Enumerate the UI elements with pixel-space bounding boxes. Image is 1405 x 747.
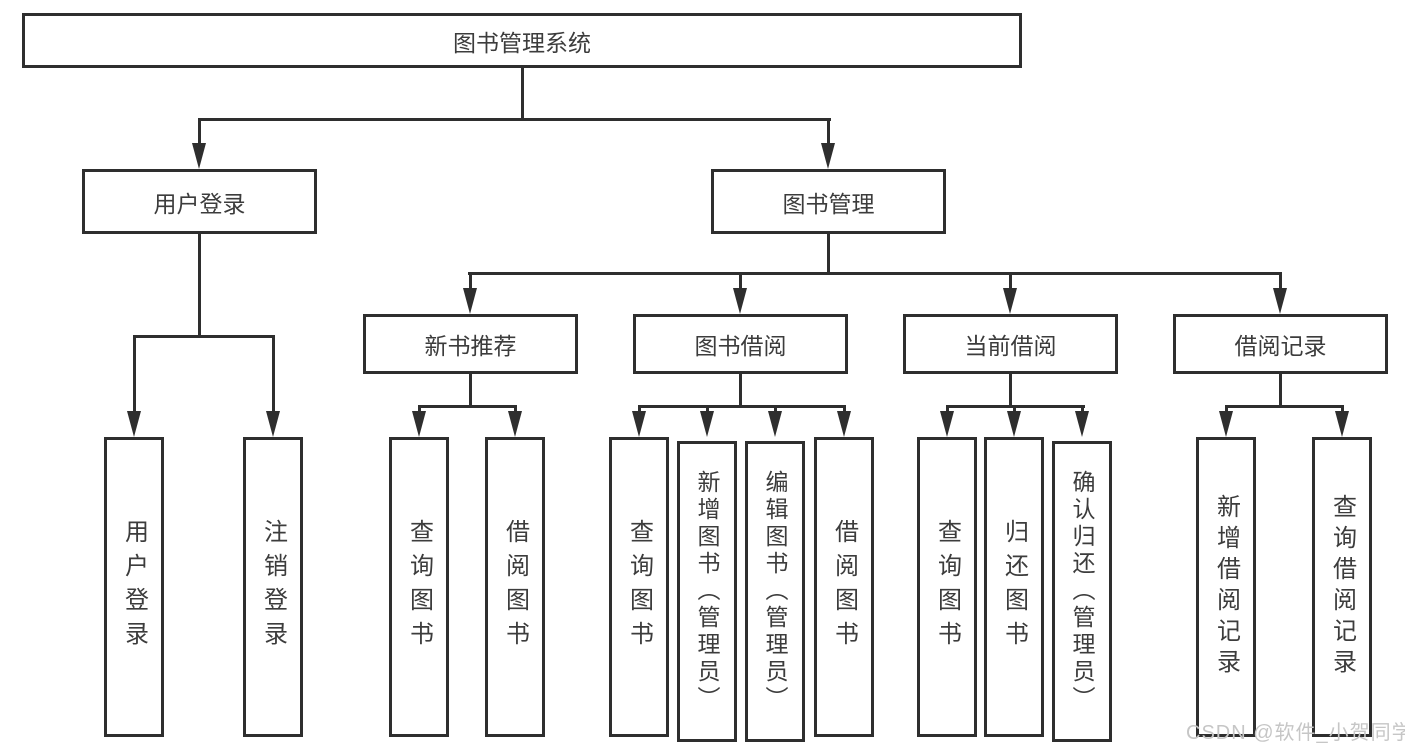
arrowhead-recommend xyxy=(463,288,477,314)
node-user-login-label: 用户登录 xyxy=(153,190,246,217)
leaf-logout-label: 注销登录 xyxy=(259,519,287,655)
leaf-query-borrow-record-label: 查询借阅记录 xyxy=(1328,494,1356,680)
connector-query1-drop xyxy=(418,405,421,413)
arrowhead-query2 xyxy=(632,411,646,437)
leaf-borrow-books: 借阅图书 xyxy=(814,437,874,737)
leaf-user-login-label: 用户登录 xyxy=(120,519,148,655)
arrowhead-queryrecord xyxy=(1335,411,1349,437)
arrowhead-borrow xyxy=(733,288,747,314)
connector-leaf-logout-drop xyxy=(272,335,275,413)
arrowhead-leaf-user-login xyxy=(127,411,141,437)
node-borrow-records-label: 借阅记录 xyxy=(1234,333,1327,359)
leaf-borrow-books-recommend: 借阅图书 xyxy=(485,437,545,737)
node-borrow-records: 借阅记录 xyxy=(1173,314,1388,374)
leaf-add-borrow-record-label: 新增借阅记录 xyxy=(1212,494,1240,680)
leaf-edit-book-admin: 编辑图书（管理员） xyxy=(745,441,805,742)
connector-addrecord-drop xyxy=(1225,405,1228,413)
connector-addbook-drop xyxy=(706,405,709,413)
leaf-add-book-admin-label: 新增图书（管理员） xyxy=(694,470,720,713)
leaf-logout: 注销登录 xyxy=(243,437,303,737)
connector-user-login-drop xyxy=(198,118,201,145)
connector-current-stem xyxy=(1009,373,1012,405)
arrowhead-query3 xyxy=(940,411,954,437)
node-root-label: 图书管理系统 xyxy=(453,29,591,56)
connector-recommend-rail xyxy=(418,405,517,408)
connector-editbook-drop xyxy=(774,405,777,413)
connector-book-management-drop xyxy=(827,118,830,145)
leaf-query-books-current: 查询图书 xyxy=(917,437,977,737)
connector-query2-drop xyxy=(638,405,641,413)
connector-queryrecord-drop xyxy=(1341,405,1344,413)
leaf-add-book-admin: 新增图书（管理员） xyxy=(677,441,737,742)
connector-borrow-rail xyxy=(638,405,846,408)
connector-user-login-rail xyxy=(133,335,275,338)
arrowhead-user-login xyxy=(192,143,206,169)
arrowhead-addbook xyxy=(700,411,714,437)
arrowhead-records xyxy=(1273,288,1287,314)
connector-borrow-drop xyxy=(739,272,742,290)
leaf-add-borrow-record: 新增借阅记录 xyxy=(1196,437,1256,737)
leaf-query-books-recommend-label: 查询图书 xyxy=(405,519,433,655)
node-book-management: 图书管理 xyxy=(711,169,946,234)
node-current-borrow: 当前借阅 xyxy=(903,314,1118,374)
leaf-borrow-books-recommend-label: 借阅图书 xyxy=(501,519,529,655)
connector-query3-drop xyxy=(946,405,949,413)
arrowhead-editbook xyxy=(768,411,782,437)
node-user-login: 用户登录 xyxy=(82,169,317,234)
leaf-confirm-return-admin-label: 确认归还（管理员） xyxy=(1069,470,1095,713)
connector-recommend-drop xyxy=(469,272,472,290)
leaf-query-books-borrow: 查询图书 xyxy=(609,437,669,737)
arrowhead-current xyxy=(1003,288,1017,314)
node-book-borrow-label: 图书借阅 xyxy=(694,333,787,359)
node-book-management-label: 图书管理 xyxy=(782,190,875,217)
connector-level3-rail xyxy=(468,272,1281,275)
connector-return-drop xyxy=(1013,405,1016,413)
connector-records-stem xyxy=(1279,373,1282,405)
connector-records-drop xyxy=(1279,272,1282,290)
node-current-borrow-label: 当前借阅 xyxy=(964,333,1057,359)
connector-confirm-drop xyxy=(1081,405,1084,413)
connector-borrow2-drop xyxy=(843,405,846,413)
connector-book-management-stem xyxy=(827,233,830,272)
leaf-edit-book-admin-label: 编辑图书（管理员） xyxy=(762,470,788,713)
leaf-user-login: 用户登录 xyxy=(104,437,164,737)
node-book-borrow: 图书借阅 xyxy=(633,314,848,374)
arrowhead-book-management xyxy=(821,143,835,169)
arrowhead-addrecord xyxy=(1219,411,1233,437)
connector-borrow1-drop xyxy=(514,405,517,413)
connector-records-rail xyxy=(1225,405,1344,408)
node-root: 图书管理系统 xyxy=(22,13,1022,68)
leaf-return-book: 归还图书 xyxy=(984,437,1044,737)
leaf-confirm-return-admin: 确认归还（管理员） xyxy=(1052,441,1112,742)
connector-borrow-stem xyxy=(739,373,742,405)
leaf-return-book-label: 归还图书 xyxy=(1000,519,1028,655)
leaf-borrow-books-label: 借阅图书 xyxy=(830,519,858,655)
leaf-query-books-borrow-label: 查询图书 xyxy=(625,519,653,655)
arrowhead-return xyxy=(1007,411,1021,437)
leaf-query-books-recommend: 查询图书 xyxy=(389,437,449,737)
connector-user-login-stem xyxy=(198,233,201,335)
arrowhead-leaf-logout xyxy=(266,411,280,437)
node-new-book-recommend-label: 新书推荐 xyxy=(424,333,517,359)
arrowhead-borrow1 xyxy=(508,411,522,437)
arrowhead-confirm xyxy=(1075,411,1089,437)
connector-level1-rail xyxy=(198,118,831,121)
leaf-query-books-current-label: 查询图书 xyxy=(933,519,961,655)
leaf-query-borrow-record: 查询借阅记录 xyxy=(1312,437,1372,737)
arrowhead-borrow2 xyxy=(837,411,851,437)
node-new-book-recommend: 新书推荐 xyxy=(363,314,578,374)
connector-current-drop xyxy=(1009,272,1012,290)
connector-root-stem xyxy=(521,68,524,118)
connector-leaf-user-login-drop xyxy=(133,335,136,413)
arrowhead-query1 xyxy=(412,411,426,437)
connector-recommend-stem xyxy=(469,373,472,405)
csdn-watermark: CSDN @软件_小贺同学 xyxy=(1186,722,1405,744)
